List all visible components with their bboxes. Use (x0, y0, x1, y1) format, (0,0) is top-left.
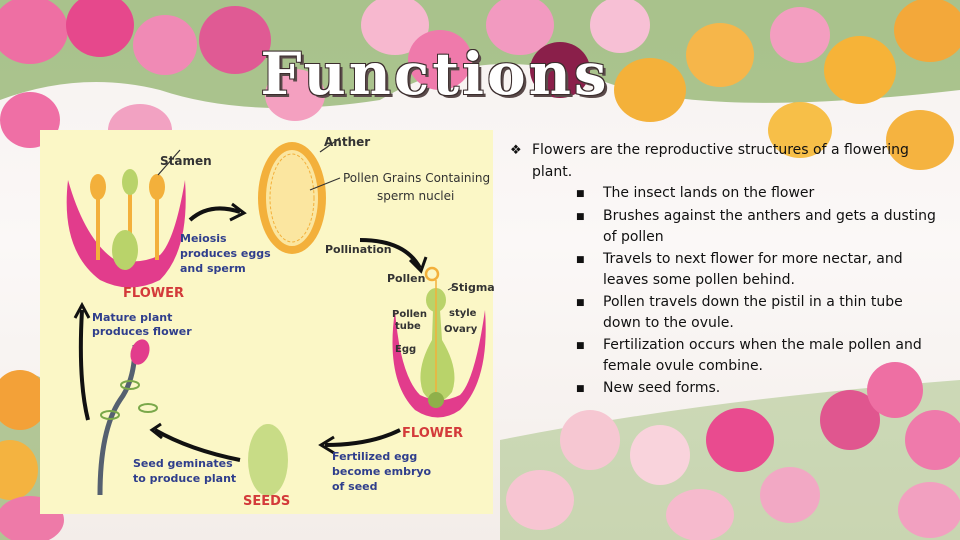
sub-bullet-text: The insect lands on the flower (603, 185, 815, 201)
label-stigma: Stigma (451, 281, 495, 294)
young-plant-illustration (97, 339, 158, 496)
label-fertilized-3: of seed (332, 480, 378, 493)
label-pollen-tube-2: tube (395, 321, 421, 332)
label-fertilized-2: become embryo (332, 465, 432, 478)
slide-title: Functions (260, 40, 610, 108)
label-flower-left: FLOWER (123, 286, 184, 301)
square-bullet-icon: ■ (576, 340, 585, 351)
label-to-produce-plant: to produce plant (133, 472, 237, 485)
sub-bullet-text: Pollen travels down the pistil in a thin… (603, 293, 903, 332)
square-bullet-icon: ■ (576, 189, 585, 199)
label-ovary: Ovary (444, 324, 478, 335)
label-seeds: SEEDS (243, 494, 291, 509)
label-anther: Anther (324, 135, 371, 149)
label-sperm-nuclei: sperm nuclei (377, 189, 455, 203)
label-meiosis: Meiosis (180, 232, 227, 245)
tulip-cluster-top (0, 0, 960, 170)
sub-bullet: ■ New seed forms. (576, 378, 940, 401)
stamen-flower-illustration (66, 149, 186, 288)
diamond-bullet-icon: ❖ (510, 143, 522, 158)
flower-lifecycle-diagram: Stamen Anther Pollen Grains Containing s… (40, 130, 495, 514)
sub-bullet-text: Brushes against the anthers and gets a d… (603, 207, 936, 246)
label-produces-eggs: produces eggs (180, 247, 271, 260)
label-pollen-grains: Pollen Grains Containing (343, 171, 491, 185)
sub-bullet: ■ Fertilization occurs when the male pol… (576, 335, 940, 378)
sub-bullet-text: New seed forms. (603, 379, 721, 396)
main-bullet: ❖ Flowers are the reproductive structure… (510, 140, 940, 183)
label-pollen-tube-1: Pollen (392, 309, 427, 320)
label-pollen: Pollen (387, 272, 426, 285)
label-flower-right: FLOWER (402, 426, 463, 441)
pistil-flower-illustration (392, 266, 486, 418)
label-stamen: Stamen (160, 154, 212, 168)
sub-bullet: ■ Pollen travels down the pistil in a th… (576, 292, 940, 335)
label-fertilized-1: Fertilized egg (332, 450, 418, 463)
main-bullet-text: Flowers are the reproductive structures … (532, 142, 909, 180)
label-mature-plant: Mature plant (92, 311, 173, 324)
tulip-cluster-bottom (0, 362, 960, 540)
label-produces-flower: produces flower (92, 325, 192, 338)
label-egg: Egg (395, 344, 417, 355)
seed-illustration (248, 424, 288, 496)
sub-bullet-text: Fertilization occurs when the male polle… (603, 336, 922, 375)
bullet-list: ❖ Flowers are the reproductive structure… (510, 140, 940, 400)
label-pollination: Pollination (325, 243, 392, 256)
square-bullet-icon: ■ (576, 211, 585, 222)
label-and-sperm: and sperm (180, 262, 246, 275)
label-style: style (449, 308, 477, 319)
sub-bullet: ■ Brushes against the anthers and gets a… (576, 206, 940, 249)
label-seed-germinates: Seed geminates (133, 457, 233, 470)
sub-bullet: ■ Travels to next flower for more nectar… (576, 249, 940, 292)
square-bullet-icon: ■ (576, 383, 585, 394)
square-bullet-icon: ■ (576, 297, 585, 308)
square-bullet-icon: ■ (576, 254, 585, 265)
sub-bullet-text: Travels to next flower for more nectar, … (603, 250, 903, 289)
sub-bullet: ■ The insect lands on the flower (576, 183, 940, 206)
lifecycle-arrows (73, 202, 428, 462)
anther-illustration (258, 137, 341, 254)
